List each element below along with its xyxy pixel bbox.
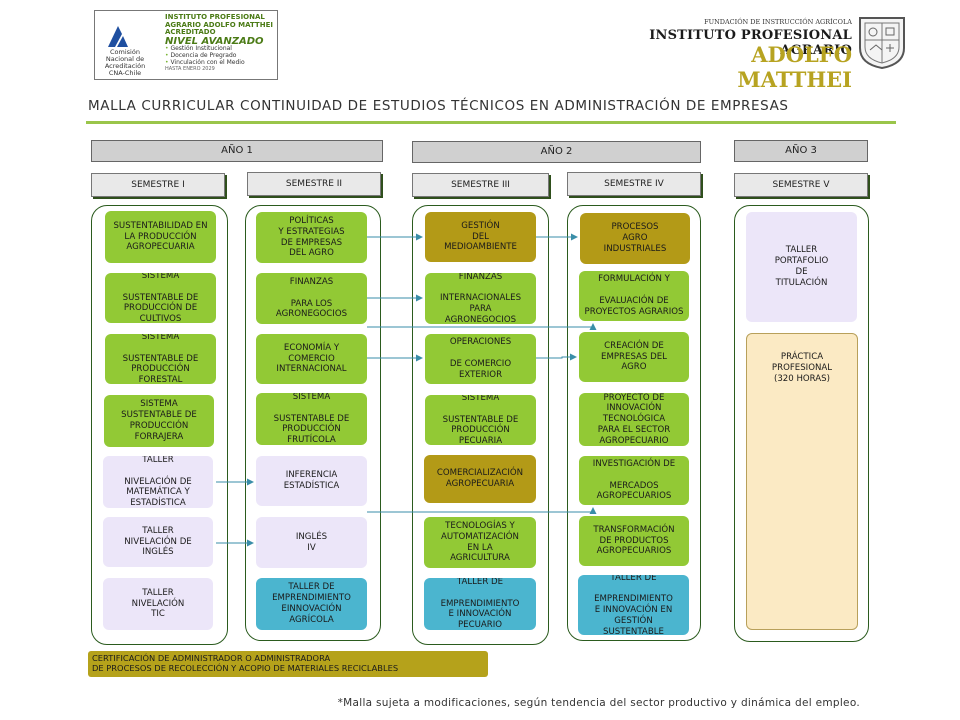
course-box: SISTEMA SUSTENTABLE DE PRODUCCIÓN DE CUL… [105, 273, 216, 323]
course-box: SISTEMA SUSTENTABLE DE PRODUCCIÓN FORRAJ… [104, 395, 214, 447]
course-box: PRÁCTICA PROFESIONAL (320 HORAS) [746, 333, 858, 630]
accreditation-area: • Vinculación con el Medio [165, 59, 245, 67]
semester-2-header: SEMESTRE II [247, 172, 381, 196]
title-divider [86, 121, 896, 124]
course-box: TALLER NIVELACIÓN TIC [103, 578, 213, 630]
course-box: SISTEMA SUSTENTABLE DE PRODUCCIÓN PECUAR… [425, 395, 536, 445]
arrow-line [367, 507, 597, 514]
accreditation-area: • Gestión Institucional [165, 45, 232, 53]
cna-logo-icon [108, 26, 128, 47]
course-box: CREACIÓN DE EMPRESAS DEL AGRO [579, 332, 689, 382]
semester-1-header: SEMESTRE I [91, 173, 225, 197]
accreditation-level: NIVEL AVANZADO [165, 35, 264, 47]
arrow-line [536, 353, 577, 361]
course-box: TALLER DE EMPRENDIMIENTO E INNOVACIÓN PE… [424, 578, 536, 630]
course-box: COMERCIALIZACIÓN AGROPECUARIA [424, 455, 536, 503]
course-box: GESTIÓN DEL MEDIOAMBIENTE [425, 212, 536, 262]
accredited-institute: INSTITUTO PROFESIONAL AGRARIO ADOLFO MAT… [165, 13, 273, 29]
year-1-header: AÑO 1 [91, 140, 383, 162]
semester-5-header: SEMESTRE V [734, 173, 868, 197]
cna-name: Comisión Nacional de Acreditación CNA-Ch… [104, 48, 146, 77]
arrow-line [367, 323, 597, 330]
course-box: TALLER DE EMPRENDIMIENTO E INNOVACIÓN EN… [578, 575, 689, 635]
course-box: TALLER NIVELACIÓN DE MATEMÁTICA Y ESTADÍ… [103, 456, 213, 508]
institution-seal-icon [859, 17, 905, 70]
institution-name-line2: ADOLFO MATTHEI [737, 42, 852, 92]
accreditation-badge: Comisión Nacional de Acreditación CNA-Ch… [94, 10, 278, 80]
course-box: ECONOMÍA Y COMERCIO INTERNACIONAL [256, 334, 367, 384]
course-box: FINANZAS INTERNACIONALES PARA AGRONEGOCI… [425, 273, 536, 324]
institution-name-line1: INSTITUTO PROFESIONAL AGRARIO [649, 28, 852, 58]
course-box: INVESTIGACIÓN DE MERCADOS AGROPECUARIOS [579, 456, 689, 505]
course-box: SISTEMA SUSTENTABLE DE PRODUCCIÓN FOREST… [105, 334, 216, 384]
course-box: FINANZAS PARA LOS AGRONEGOCIOS [256, 273, 367, 324]
course-box: TECNOLOGÍAS Y AUTOMATIZACIÓN EN LA AGRIC… [424, 517, 536, 568]
page-title: MALLA CURRICULAR CONTINUIDAD DE ESTUDIOS… [88, 98, 789, 114]
course-box: FORMULACIÓN Y EVALUACIÓN DE PROYECTOS AG… [579, 271, 689, 321]
course-box: SUSTENTABILIDAD EN LA PRODUCCIÓN AGROPEC… [105, 211, 216, 263]
course-box: TALLER NIVELACIÓN DE INGLÉS [103, 517, 213, 567]
course-box: PROYECTO DE INNOVACIÓN TECNOLÓGICA PARA … [579, 393, 689, 446]
semester-4-header: SEMESTRE IV [567, 172, 701, 196]
course-box: OPERACIONES DE COMERCIO EXTERIOR [425, 334, 536, 384]
accreditation-area: • Docencia de Pregrado [165, 52, 237, 60]
semester-3-header: SEMESTRE III [412, 173, 549, 197]
course-box: TALLER PORTAFOLIO DE TITULACIÓN [746, 212, 857, 322]
accreditation-text: INSTITUTO PROFESIONAL AGRARIO ADOLFO MAT… [165, 13, 277, 74]
course-box: INFERENCIA ESTADÍSTICA [256, 456, 367, 506]
course-box: TALLER DE EMPRENDIMIENTO EINNOVACIÓN AGR… [256, 578, 367, 630]
accreditation-validity: HASTA ENERO 2029 [165, 66, 215, 73]
course-box: TRANSFORMACIÓN DE PRODUCTOS AGROPECUARIO… [579, 516, 689, 566]
course-box: POLÍTICAS Y ESTRATEGIAS DE EMPRESAS DEL … [256, 212, 367, 263]
course-box: INGLÉS IV [256, 517, 367, 568]
course-box: PROCESOS AGRO INDUSTRIALES [580, 213, 690, 264]
accredited-status: ACREDITADO [165, 28, 216, 37]
certification-banner: CERTIFICACIÓN DE ADMINISTRADOR O ADMINIS… [88, 651, 488, 677]
footnote: *Malla sujeta a modificaciones, según te… [337, 697, 860, 709]
foundation-label: FUNDACIÓN DE INSTRUCCIÓN AGRÍCOLA [704, 18, 852, 26]
year-3-header: AÑO 3 [734, 140, 868, 162]
year-2-header: AÑO 2 [412, 141, 701, 163]
course-box: SISTEMA SUSTENTABLE DE PRODUCCIÓN FRUTÍC… [256, 393, 367, 445]
